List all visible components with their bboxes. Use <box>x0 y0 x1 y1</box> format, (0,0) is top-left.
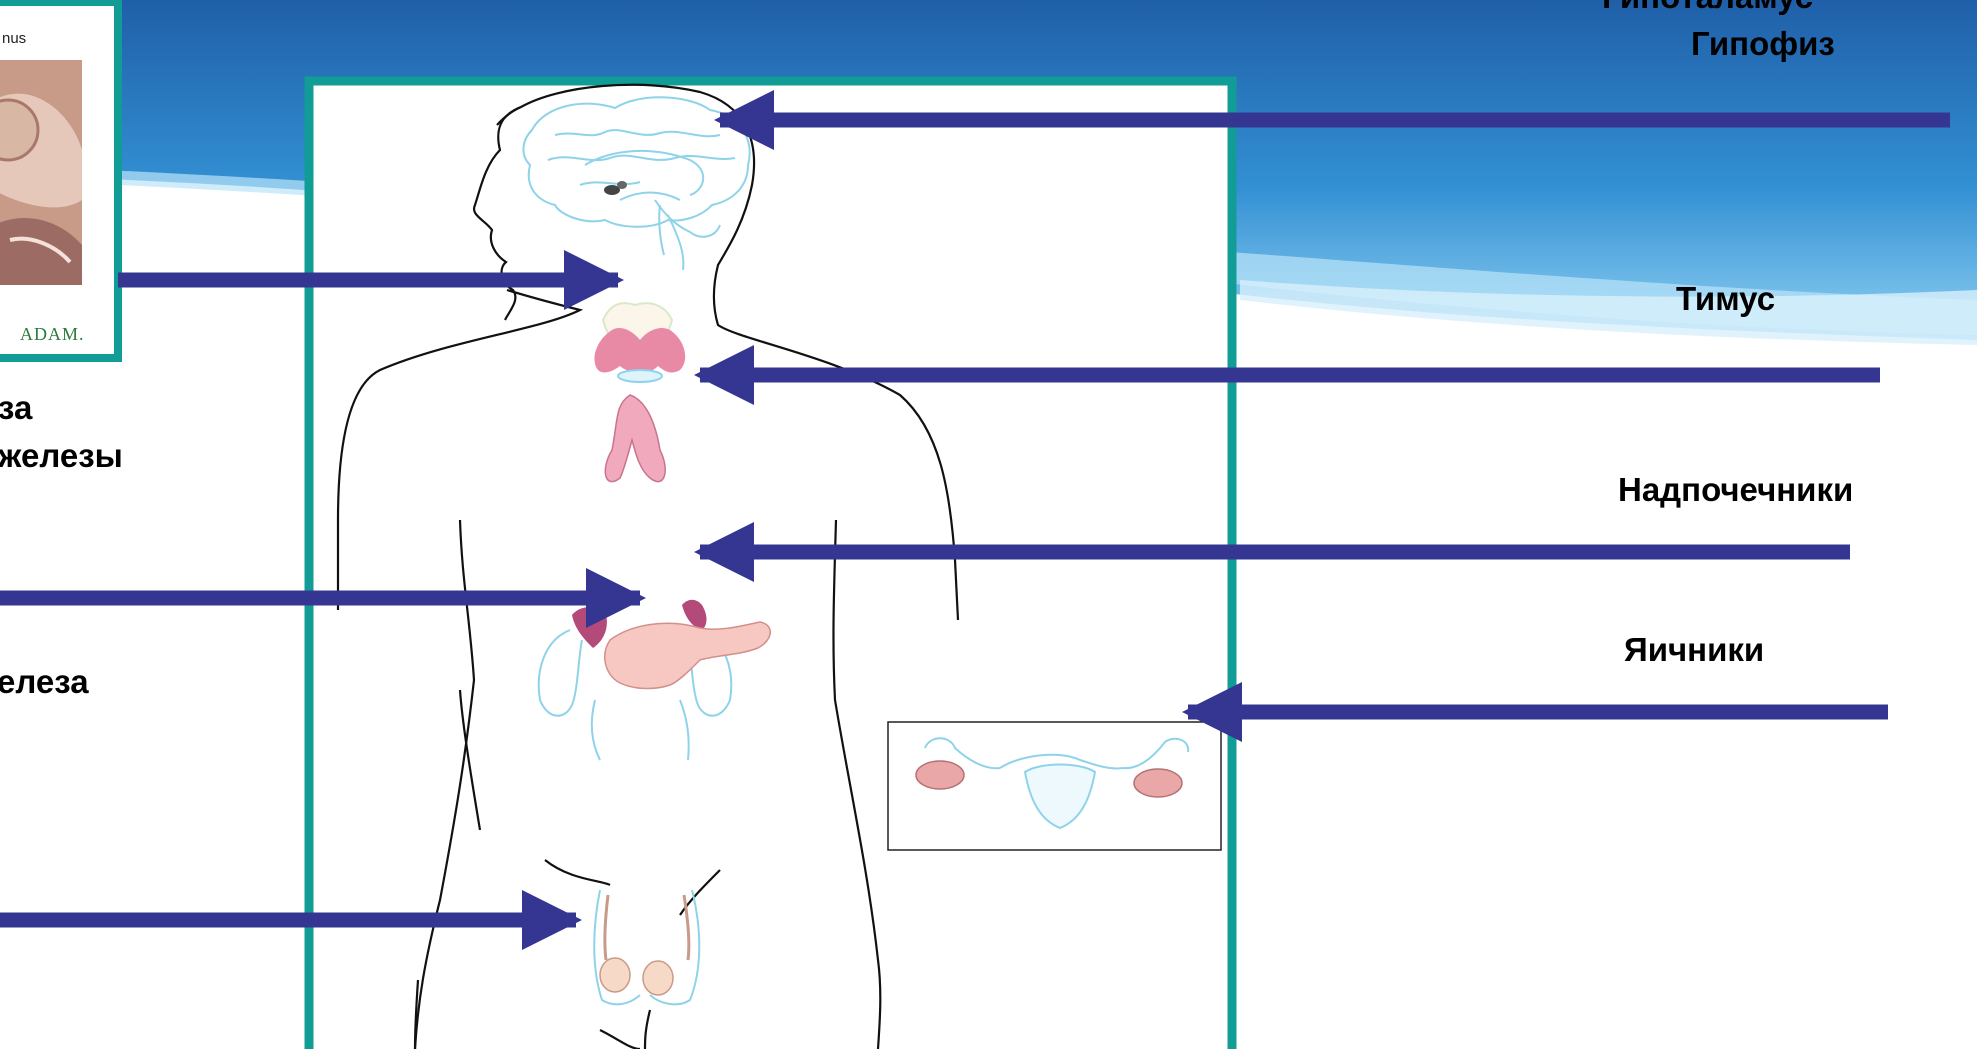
label-left-1: за <box>0 388 32 428</box>
label-pituitary: Гипофиз <box>1691 24 1835 64</box>
ovaries-inset <box>888 722 1221 850</box>
label-thymus: Тимус <box>1676 279 1775 319</box>
brain-thumbnail <box>0 2 118 358</box>
thumbnail-caption: nus <box>2 30 26 47</box>
diagram-frame <box>309 81 1232 1049</box>
label-ovaries: Яичники <box>1624 630 1764 670</box>
adam-logo: ADAM. <box>20 324 85 345</box>
label-adrenals: Надпочечники <box>1618 470 1853 510</box>
label-left-2: железы <box>0 436 123 476</box>
label-hypothalamus: Гипоталамус <box>1602 0 1813 17</box>
adam-logo-text: ADAM. <box>20 324 85 344</box>
label-left-3: елеза <box>0 662 89 702</box>
